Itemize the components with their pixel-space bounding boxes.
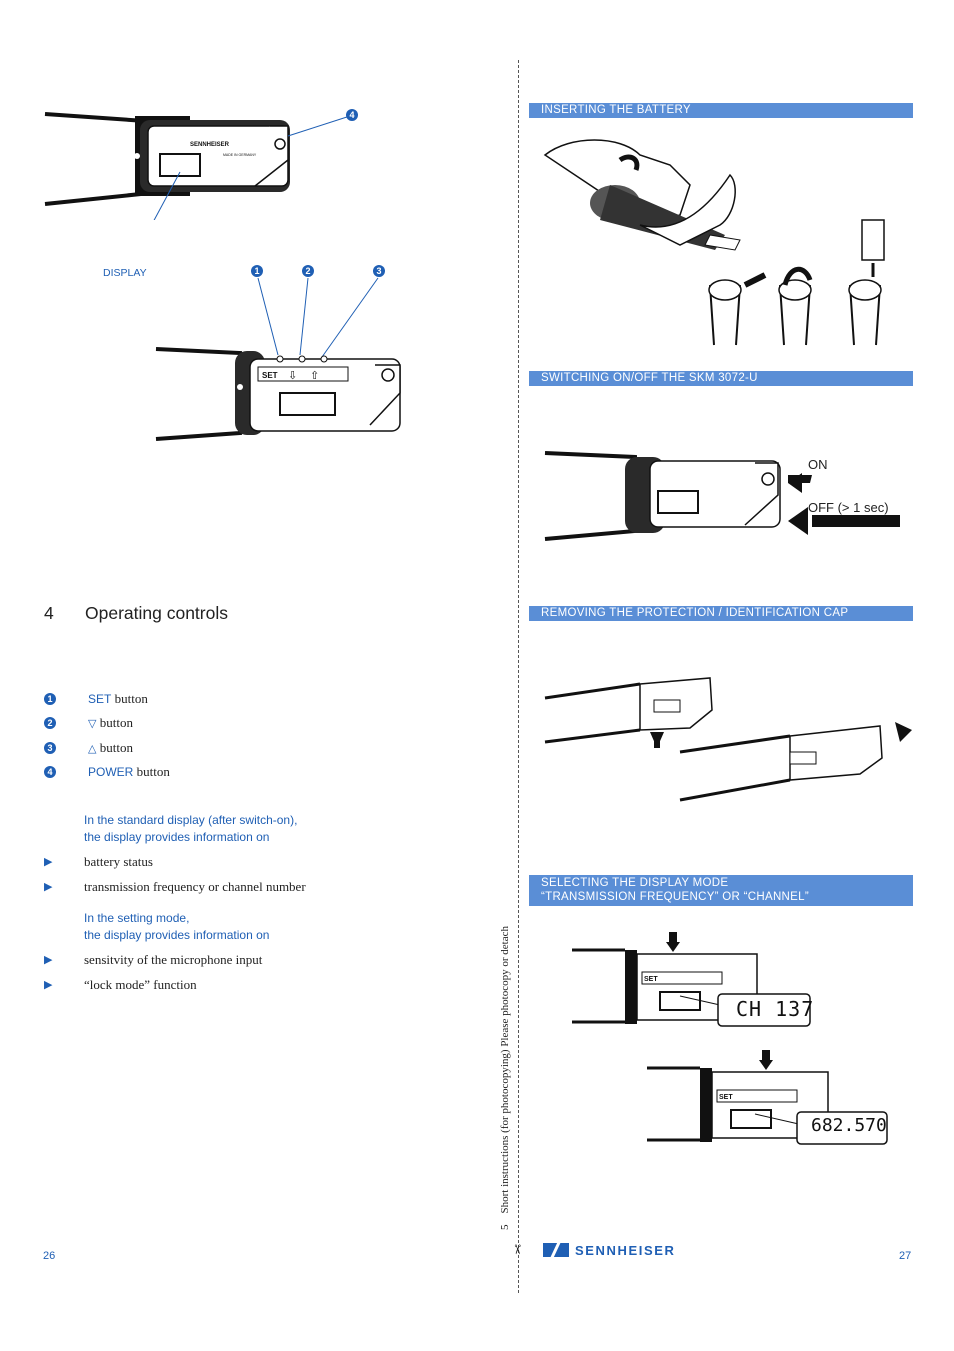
section-number: 4 bbox=[44, 603, 54, 623]
device-set-label: SET bbox=[262, 371, 278, 380]
bullet-arrow-icon: ▶ bbox=[44, 954, 53, 966]
standard-intro-line1: In the standard display (after switch-on… bbox=[84, 813, 298, 827]
display-mode-illustration-channel: SET bbox=[572, 932, 811, 1027]
callout-badge-3: 3 bbox=[373, 265, 385, 277]
control-badge: 3 bbox=[44, 742, 56, 754]
section-bar-cap: REMOVING THE PROTECTION / IDENTIFICATION… bbox=[529, 606, 913, 621]
setting-intro-line2: the display provides information on bbox=[84, 928, 270, 942]
lcd-channel-readout: CH 137 bbox=[736, 997, 815, 1021]
control-name: ▽ bbox=[88, 717, 97, 730]
device-brand: SENNHEISER bbox=[190, 142, 230, 148]
setting-intro-line1: In the setting mode, bbox=[84, 911, 190, 925]
buttons-device-illustration: SET ⇩ ⇧ bbox=[155, 277, 401, 441]
bullet-text: sensitvity of the microphone input bbox=[84, 952, 263, 967]
section-bar-line2: “TRANSMISSION FREQUENCY” OR “CHANNEL” bbox=[541, 891, 809, 903]
control-name: △ bbox=[88, 742, 97, 755]
bullet-arrow-icon: ▶ bbox=[44, 856, 53, 868]
sennheiser-logo-text: SENNHEISER bbox=[575, 1242, 676, 1258]
control-name: POWER bbox=[88, 765, 134, 779]
control-badge: 4 bbox=[44, 766, 56, 778]
cut-line bbox=[518, 60, 519, 1293]
standard-intro: In the standard display (after switch-on… bbox=[84, 812, 297, 846]
page-number-left: 26 bbox=[43, 1250, 56, 1262]
section-bar-display-mode: SELECTING THE DISPLAY MODE “TRANSMISSION… bbox=[529, 875, 913, 906]
bullet-arrow-icon: ▶ bbox=[44, 881, 53, 893]
bullet-text: battery status bbox=[84, 854, 153, 869]
margin-instructions: Short instructions (for photocopying) Pl… bbox=[499, 926, 511, 1214]
margin-vertical-text: 5 Short instructions (for photocopying) … bbox=[499, 926, 511, 1230]
callout-badge-4: 4 bbox=[346, 109, 358, 121]
callout-badge-1: 1 bbox=[251, 265, 263, 277]
callout-badge-2: 2 bbox=[302, 265, 314, 277]
svg-text:⇩: ⇩ bbox=[288, 369, 297, 382]
top-device-illustration: SENNHEISER MADE IN GERMANY bbox=[44, 112, 351, 220]
section-bar-switching: SWITCHING ON/OFF THE SKM 3072-U bbox=[529, 371, 913, 386]
bullet-text: transmission frequency or channel number bbox=[84, 879, 306, 894]
section-bar-line1: SELECTING THE DISPLAY MODE bbox=[541, 877, 729, 889]
setting-intro: In the setting mode, the display provide… bbox=[84, 910, 269, 944]
control-badge: 1 bbox=[44, 693, 56, 705]
on-off-illustration bbox=[544, 451, 900, 541]
lcd-frequency-readout: 682.570 bbox=[811, 1115, 887, 1136]
cap-removal-illustration bbox=[544, 677, 912, 802]
device-set-label: SET bbox=[644, 976, 658, 983]
standard-intro-line2: the display provides information on bbox=[84, 830, 270, 844]
control-suffix: button bbox=[133, 764, 170, 779]
section-bar-battery: INSERTING THE BATTERY bbox=[529, 103, 913, 118]
battery-illustration bbox=[543, 139, 885, 346]
control-suffix: button bbox=[96, 740, 133, 755]
display-mode-illustration-frequency: SET bbox=[647, 1050, 888, 1145]
control-suffix: button bbox=[96, 715, 133, 730]
svg-text:⇧: ⇧ bbox=[310, 369, 319, 382]
sennheiser-logo: SENNHEISER bbox=[543, 1242, 676, 1258]
control-name: SET bbox=[88, 692, 112, 706]
control-suffix: button bbox=[111, 691, 148, 706]
bullet-arrow-icon: ▶ bbox=[44, 979, 53, 991]
page-number-right: 27 bbox=[899, 1250, 912, 1262]
bullet-text: “lock mode” function bbox=[84, 977, 197, 992]
section-title: Operating controls bbox=[85, 603, 228, 623]
scissors-icon: ✂ bbox=[508, 1244, 524, 1255]
display-label: DISPLAY bbox=[103, 267, 147, 279]
control-badge: 2 bbox=[44, 717, 56, 729]
device-set-label: SET bbox=[719, 1094, 733, 1101]
off-label: OFF (> 1 sec) bbox=[808, 500, 889, 515]
on-label: ON bbox=[808, 457, 828, 472]
sennheiser-logo-mark-icon bbox=[543, 1243, 569, 1257]
margin-number: 5 bbox=[499, 1224, 511, 1231]
device-made-in: MADE IN GERMANY bbox=[223, 153, 257, 157]
